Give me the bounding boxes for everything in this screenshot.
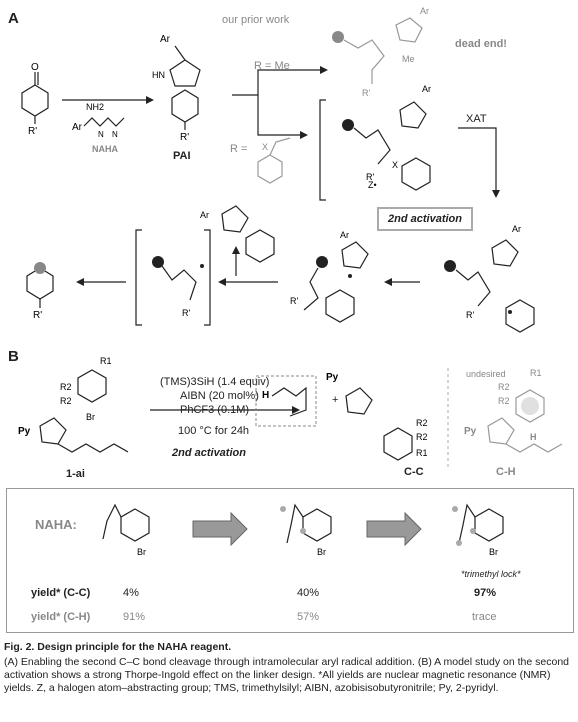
summary-naha-label: NAHA: [35,517,77,532]
ch-product-structure: R1 R2 R2 H Py [464,368,563,453]
pai-structure: Ar HN R' [152,34,201,143]
reagent-line-1: (TMS)3SiH (1.4 equiv) [160,376,270,388]
aryl-x: X [262,142,268,152]
cyclohexanone-structure: O R' [21,62,49,137]
cyclohexane-product-structure: R' [26,262,54,321]
summary-structures: Br Br Br [102,503,504,557]
ch-py: Py [464,426,477,437]
panel-b-activation: 2nd activation [172,447,246,459]
ch-value-3: trace [472,611,497,623]
second-activation-text: 2nd activation [388,213,462,225]
dead-end-label: dead end! [455,38,507,50]
spiro-ar: Ar [340,230,349,240]
panel-b-label: B [8,348,19,365]
r-me-label: R = Me [254,60,290,72]
h-atom: H [262,390,269,401]
dead-end-ar: Ar [420,6,429,16]
pai-r-prime: R' [180,132,189,143]
aryl-radical-structure: R' Ar [444,224,535,333]
pai-label: PAI [173,150,191,162]
ch-r2a: R2 [498,382,510,392]
start-r2b: R2 [60,396,72,406]
ch-r2b: R2 [498,396,510,406]
dead-end-me: Me [402,54,415,64]
start-label: 1-ai [66,468,85,480]
cc-py: Py [326,372,339,383]
sum-br-2: Br [317,547,326,557]
sum-br-1: Br [137,547,146,557]
start-r1: R1 [100,356,112,366]
int-ar: Ar [422,84,431,94]
pai-ar: Ar [160,34,171,45]
naha-ar: Ar [72,122,83,133]
naha-nh2: NH2 [86,102,104,112]
int-r-prime: R' [366,172,374,182]
oxygen-atom: O [31,62,39,73]
ch-value-1: 91% [123,611,146,623]
ch-h: H [530,432,537,442]
plus-sign: + [332,394,339,406]
reagent-line-2: AIBN (20 mol%) [180,390,259,402]
product-cc-label: C-C [404,466,424,478]
spiro-r-prime: R' [290,296,298,306]
undesired-label: undesired [466,369,506,379]
panel-a-diagram: O R' NH2 Ar N N Ar HN R' R' Ar Me X [21,6,535,333]
row-ch-label: yield* (C-H) [31,611,91,623]
dead-end-r-prime: R' [362,88,370,98]
summary-box: NAHA: Br Br Br *trimethyl lock* yield* (… [6,488,574,633]
spiro-radical-structure: R' Ar [290,230,369,323]
cc-value-3: 97% [474,587,497,599]
prod-ar: Ar [200,210,209,220]
start-br: Br [86,412,95,422]
cc-product-structure: Py R2 R2 R1 [326,372,428,461]
alkyl-radical-structure: R' [152,256,204,318]
trimethyl-lock-label: *trimethyl lock* [461,569,521,579]
cc-r2a: R2 [416,418,428,428]
int-x: X [392,160,398,170]
caption-title: Fig. 2. Design principle for the NAHA re… [4,641,232,653]
r-prime-1: R' [28,126,37,137]
rad-r-prime: R' [466,310,474,320]
second-activation-box: 2nd activation [377,207,473,231]
naha-label: NAHA [92,144,118,154]
aryl-halide-structure: X [257,137,291,184]
panel-a-label: A [8,10,19,27]
cc-r2b: R2 [416,432,428,442]
naha-n1: N [98,130,104,139]
halide-intermediate-structure: R' Ar X Z• [342,84,431,191]
final-r-prime: R' [33,310,42,321]
naha-n2: N [112,130,118,139]
ch-value-2: 57% [297,611,320,623]
start-py: Py [18,426,31,437]
rad-ar: Ar [512,224,521,234]
cc-value-1: 4% [123,587,139,599]
product-ch-label: C-H [496,466,516,478]
ch-r1: R1 [530,368,542,378]
dead-end-structure: R' Ar Me [332,6,429,98]
prior-work-label: our prior work [222,14,290,26]
r-eq-label: R = [230,143,248,155]
row-cc-label: yield* (C-C) [31,587,91,599]
triazolo-product-structure: Ar [200,205,275,263]
reagent-line-4: 100 °C for 24h [178,425,250,437]
alk-r-prime: R' [182,308,190,318]
panel-b-diagram: R1 R2 R2 Br Py H Py R2 R2 R1 R1 R2 R2 H … [18,356,563,470]
start-structure: R1 R2 R2 Br Py [18,356,129,453]
caption-body: (A) Enabling the second C–C bond cleavag… [4,656,569,694]
figure-caption: Fig. 2. Design principle for the NAHA re… [4,641,574,695]
cc-r1: R1 [416,448,428,458]
cc-value-2: 40% [297,587,320,599]
z-radical: Z• [368,180,377,190]
xat-label: XAT [466,113,487,125]
start-r2a: R2 [60,382,72,392]
pai-hn: HN [152,70,165,80]
sum-br-3: Br [489,547,498,557]
naha-structure: NH2 Ar N N [72,102,125,139]
